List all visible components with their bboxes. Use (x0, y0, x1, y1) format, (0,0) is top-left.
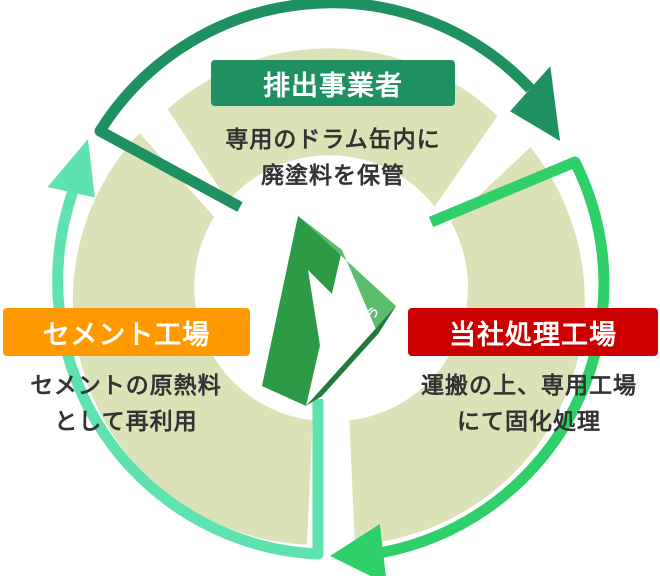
arrow-emitter-to-plant (94, 0, 535, 212)
arrow-head-to-plant (510, 66, 560, 141)
cement-line-1: セメントの原熱料 (30, 373, 222, 399)
cement-description: セメントの原熱料 として再利用 (0, 368, 252, 440)
arrow-plant-to-cement (374, 156, 610, 560)
plant-label: 当社処理工場 (408, 308, 658, 356)
plant-title: 当社処理工場 (449, 319, 617, 351)
impossible-triangle-icon: かんきょう (262, 216, 396, 406)
arrow-head-to-emitter (47, 139, 95, 198)
plant-description: 運搬の上、専用工場 にて固化処理 (398, 368, 660, 440)
arrow-cement-to-emitter (52, 190, 324, 560)
emitter-label: 排出事業者 (211, 60, 455, 106)
plant-line-2: にて固化処理 (457, 409, 601, 435)
emitter-description: 専用のドラム缶内に 廃塗料を保管 (190, 122, 476, 194)
emitter-line-1: 専用のドラム缶内に (225, 127, 441, 153)
cement-label: セメント工場 (3, 308, 250, 356)
emitter-line-2: 廃塗料を保管 (261, 163, 405, 189)
plant-line-1: 運搬の上、専用工場 (421, 373, 637, 399)
arrow-head-to-cement (330, 524, 386, 576)
cycle-arrows (47, 0, 610, 576)
emitter-title: 排出事業者 (263, 70, 403, 102)
cement-title: セメント工場 (42, 319, 211, 351)
cement-line-2: として再利用 (54, 409, 198, 435)
